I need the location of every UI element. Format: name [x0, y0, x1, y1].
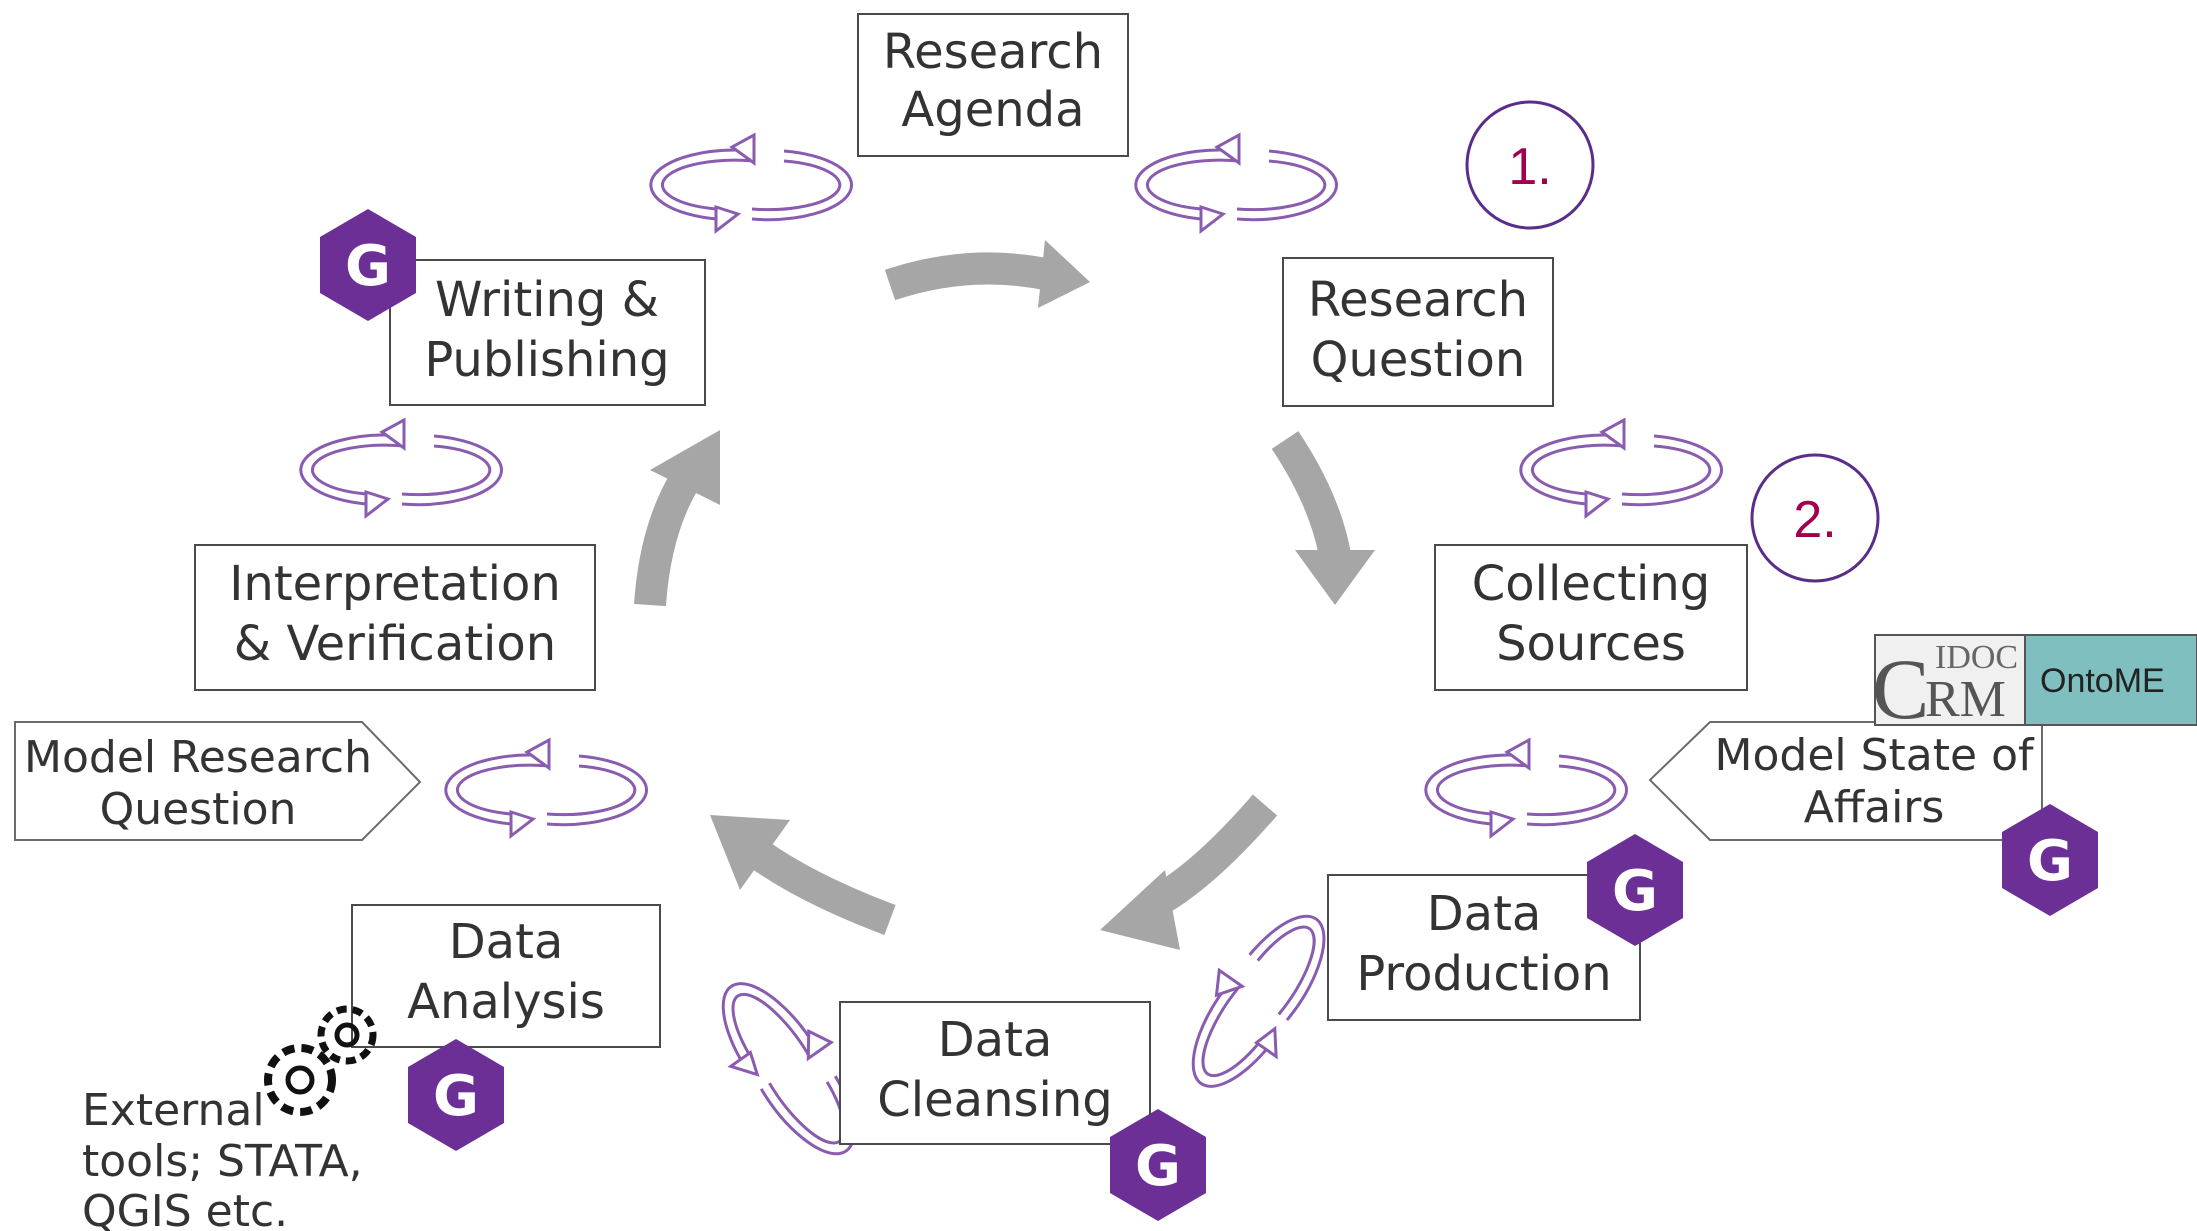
- note-line: External: [82, 1085, 265, 1136]
- stage-label: Research: [883, 24, 1103, 80]
- tag-label: Question: [100, 784, 297, 835]
- stage-label: Question: [1311, 332, 1526, 388]
- stage-collecting-sources: Collecting Sources: [1434, 544, 1748, 691]
- gears-icon: [264, 1005, 377, 1116]
- stage-label: Production: [1356, 946, 1611, 1002]
- gravity-letter: G: [345, 234, 391, 299]
- tag-label: Model Research: [24, 732, 372, 783]
- stage-data-cleansing: Data Cleansing: [839, 1001, 1151, 1145]
- cycle-icon: [649, 133, 854, 233]
- badge-label: 1.: [1508, 138, 1551, 196]
- gravity-hex-icon: G: [408, 1039, 504, 1151]
- cycle-icon: [444, 738, 649, 838]
- cycle-arrow-left: [634, 430, 720, 607]
- stage-label: Cleansing: [877, 1072, 1112, 1128]
- stage-research-question: Research Question: [1282, 257, 1554, 407]
- ontome-text: OntoME: [2040, 662, 2165, 700]
- stage-label: Sources: [1496, 616, 1686, 672]
- gravity-hex-icon: G: [2002, 804, 2098, 916]
- stage-label: Data: [449, 914, 564, 970]
- gravity-hex-icon: G: [1110, 1109, 1206, 1221]
- cycle-arrow-bottom-right: [1100, 794, 1278, 950]
- gravity-hex-icon: G: [320, 209, 416, 321]
- stage-label: Analysis: [407, 974, 605, 1030]
- cycle-icon: [1424, 738, 1629, 838]
- step-badge-1: 1.: [1465, 100, 1595, 230]
- note-line: tools; STATA,: [82, 1136, 363, 1187]
- stage-label: & Verification: [234, 616, 556, 672]
- crm-rm-text: RM: [1925, 671, 2006, 728]
- stage-research-agenda: Research Agenda: [857, 13, 1129, 157]
- gravity-letter: G: [433, 1064, 479, 1129]
- stage-label: Data: [938, 1012, 1053, 1068]
- gravity-letter: G: [2027, 829, 2073, 894]
- stage-data-production: Data Production: [1327, 874, 1641, 1021]
- stage-label: Writing &: [435, 272, 659, 328]
- stage-label: Collecting: [1472, 556, 1711, 612]
- crm-idoc-text: IDOC: [1935, 639, 2018, 676]
- gravity-hex-icon: G: [1587, 834, 1683, 946]
- stage-label: Data: [1427, 886, 1542, 942]
- cidoc-crm-ontome-logo: C IDOC RM OntoME: [1872, 634, 2197, 737]
- note-line: QGIS etc.: [82, 1186, 288, 1231]
- crm-c-letter: C: [1872, 641, 1929, 737]
- gravity-letter: G: [1612, 859, 1658, 924]
- model-state-of-affairs-tag: Model State of Affairs: [1648, 721, 2043, 841]
- stage-writing-publishing: Writing & Publishing: [389, 259, 706, 406]
- step-badge-2: 2.: [1750, 453, 1880, 583]
- cycle-icon: [1158, 888, 1356, 1112]
- gravity-letter: G: [1135, 1134, 1181, 1199]
- cycle-arrow-right-top: [1271, 431, 1375, 605]
- external-tools-note: External tools; STATA, QGIS etc.: [82, 1085, 363, 1231]
- badge-label: 2.: [1793, 491, 1836, 549]
- tag-label: Affairs: [1804, 782, 1945, 833]
- cycle-arrow-bottom-left: [710, 815, 896, 935]
- stage-label: Research: [1308, 272, 1528, 328]
- cycle-icon: [299, 418, 504, 518]
- tag-label: Model State of: [1715, 730, 2035, 781]
- stage-data-analysis: Data Analysis: [351, 904, 661, 1048]
- stage-label: Publishing: [424, 332, 669, 388]
- stage-label: Agenda: [901, 82, 1084, 138]
- model-research-question-tag: Model Research Question: [14, 721, 422, 841]
- stage-label: Interpretation: [229, 556, 561, 612]
- stage-interpretation-verification: Interpretation & Verification: [194, 544, 596, 691]
- cycle-icon: [1519, 418, 1724, 518]
- cycle-arrow-top: [884, 240, 1090, 308]
- cycle-icon: [1134, 133, 1339, 233]
